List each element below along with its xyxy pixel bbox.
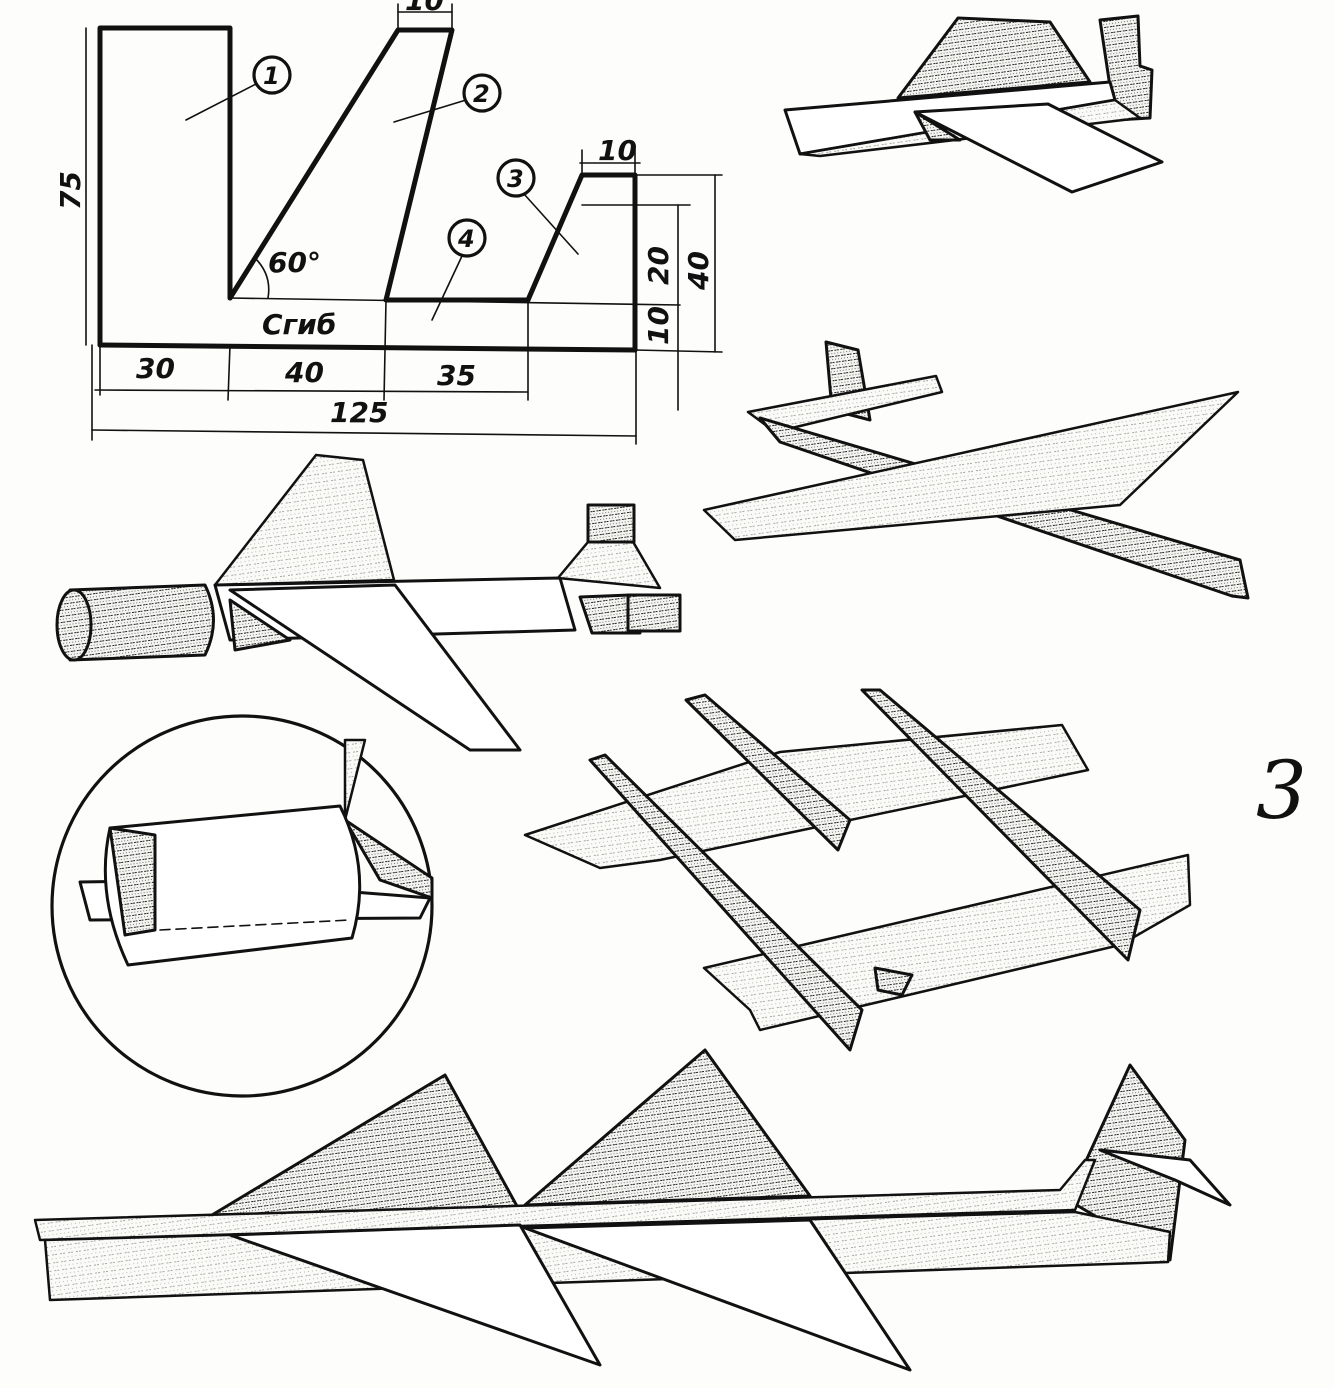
template-base-line xyxy=(97,342,638,353)
callout-1: 1 xyxy=(185,55,292,121)
cut-template-drawing: 1 2 3 4 30 40 35 125 75 10 10 20 40 10 6… xyxy=(54,0,723,445)
dim-125: 125 xyxy=(330,396,388,429)
callout-3: 3 xyxy=(496,158,579,255)
right-dimensions xyxy=(581,174,723,411)
callout-3-label: 3 xyxy=(507,165,524,193)
part-3-outline xyxy=(525,172,638,353)
callout-4: 4 xyxy=(431,218,487,321)
callout-2: 2 xyxy=(393,73,502,123)
double-keel-plane xyxy=(523,688,1192,1052)
large-delta-plane xyxy=(33,1048,1232,1372)
glider-right-middle xyxy=(702,340,1250,600)
part-1-outline xyxy=(97,25,233,348)
dim-10-top: 10 xyxy=(405,0,444,17)
angle-arc xyxy=(254,257,270,299)
bottom-dimensions xyxy=(91,299,637,445)
dim-10-right: 10 xyxy=(598,134,637,167)
fold-line xyxy=(229,297,681,306)
part-2-outline xyxy=(227,27,455,303)
dim-75: 75 xyxy=(54,171,87,210)
callout-2-label: 2 xyxy=(473,80,490,108)
callout-4-label: 4 xyxy=(457,225,475,253)
dim-30: 30 xyxy=(136,352,175,385)
dim-40-right: 40 xyxy=(682,251,715,291)
dim-10-bottom: 10 xyxy=(642,306,675,345)
jet-with-engine xyxy=(55,453,682,752)
dim-40: 40 xyxy=(284,356,324,389)
engine-detail-circle xyxy=(50,714,434,1098)
callout-1-label: 1 xyxy=(263,62,280,90)
top-dimensions xyxy=(397,3,641,176)
dim-35: 35 xyxy=(437,359,476,392)
fold-label: Сгиб xyxy=(262,308,336,341)
angle-label: 60° xyxy=(268,246,321,279)
dim-20: 20 xyxy=(642,246,675,285)
small-glider-top-right xyxy=(783,14,1164,194)
figure-number: 3 xyxy=(1256,744,1307,837)
